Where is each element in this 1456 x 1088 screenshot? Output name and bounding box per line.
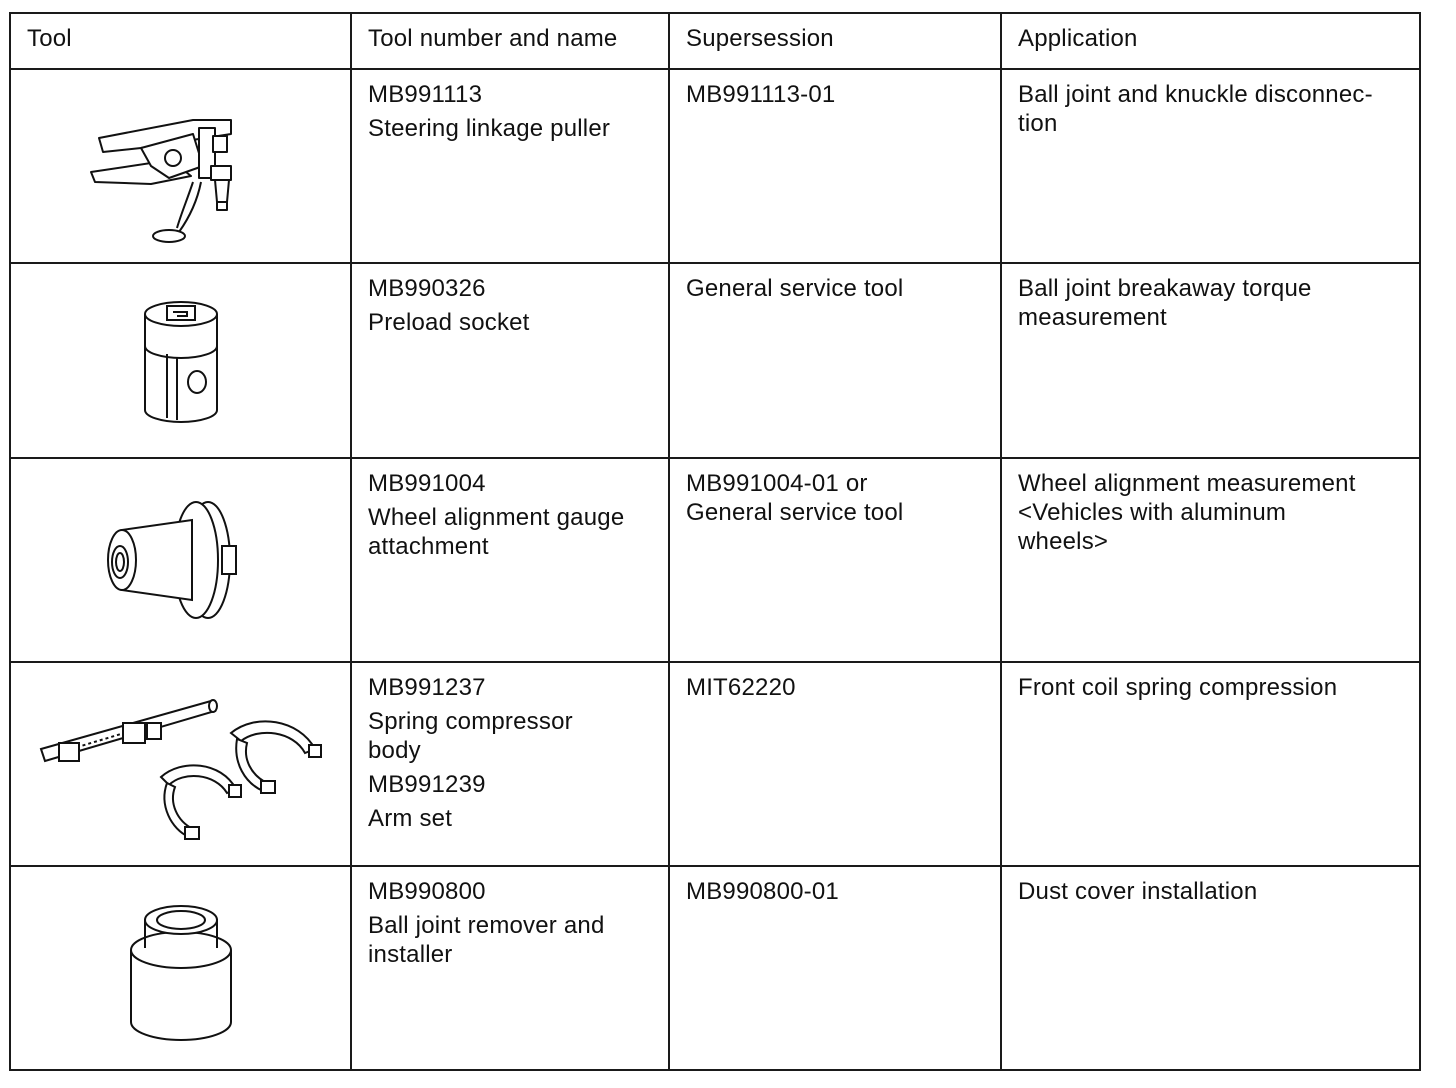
application-cell: Wheel alignment measurement <Vehicles wi… [1000,457,1421,663]
tool-name: Ball joint remover and [368,912,605,939]
supersession-text: MIT62220 [686,674,796,701]
application-text: Dust cover installation [1018,878,1258,905]
supersession-text: General service tool [686,499,904,526]
application-cell: Dust cover installation [1000,865,1421,1071]
ball-joint-remover-installer-icon [129,905,232,1041]
supersession-cell: General service tool [668,262,1002,459]
tool-name: Preload socket [368,309,530,336]
application-cell: Front coil spring compression [1000,661,1421,867]
supersession-cell: MB991113-01 [668,68,1002,264]
application-text: Ball joint and knuckle disconnec- [1018,81,1373,108]
tool-name: Wheel alignment gauge [368,504,625,531]
steering-linkage-puller-icon [89,119,232,243]
header-tool: Tool [9,12,352,70]
application-text: measurement [1018,304,1167,331]
tool-number-name-cell: MB990800 Ball joint remover and installe… [350,865,670,1071]
tool-number-name-cell: MB990326 Preload socket [350,262,670,459]
special-tools-table: Tool Tool number and name Supersession A… [9,12,1421,1071]
supersession-text: MB991113-01 [686,81,836,108]
table-row: MB991004 Wheel alignment gauge attachmen… [9,457,1421,663]
application-cell: Ball joint breakaway torque measurement [1000,262,1421,459]
tool-number: MB991004 [368,470,486,497]
tool-image-cell [9,865,352,1071]
tool-name: body [368,737,421,764]
application-text: Front coil spring compression [1018,674,1338,701]
tool-image-cell [9,457,352,663]
application-text: Ball joint breakaway torque [1018,275,1312,302]
tool-number: MB991239 [368,771,486,798]
wheel-alignment-gauge-attachment-icon [106,501,237,619]
supersession-cell: MB991004-01 or General service tool [668,457,1002,663]
table-row: MB991113 Steering linkage puller MB99111… [9,68,1421,264]
tool-image-cell [9,262,352,459]
tool-name: installer [368,941,453,968]
supersession-text: General service tool [686,275,904,302]
tool-number: MB991113 [368,81,483,108]
preload-socket-icon [143,300,218,423]
tool-number-name-cell: MB991004 Wheel alignment gauge attachmen… [350,457,670,663]
supersession-text: MB990800-01 [686,878,839,905]
tool-name: Spring compressor [368,708,573,735]
header-tool-number-and-name: Tool number and name [350,12,670,70]
application-text: tion [1018,110,1058,137]
tool-name: Steering linkage puller [368,115,611,142]
table-row: MB991237 Spring compressor body MB991239… [9,661,1421,867]
supersession-text: MB991004-01 or [686,470,868,497]
application-text: <Vehicles with aluminum [1018,499,1287,526]
supersession-cell: MB990800-01 [668,865,1002,1071]
application-text: Wheel alignment measurement [1018,470,1356,497]
spring-compressor-icon [39,699,322,840]
table-row: MB990800 Ball joint remover and installe… [9,865,1421,1071]
table-row: MB990326 Preload socket General service … [9,262,1421,459]
header-application: Application [1000,12,1421,70]
header-supersession: Supersession [668,12,1002,70]
application-cell: Ball joint and knuckle disconnec- tion [1000,68,1421,264]
tool-number: MB990326 [368,275,486,302]
tool-image-cell [9,68,352,264]
tool-number: MB991237 [368,674,486,701]
supersession-cell: MIT62220 [668,661,1002,867]
tool-name: Arm set [368,805,453,832]
tool-image-cell [9,661,352,867]
tool-number: MB990800 [368,878,486,905]
tool-name: attachment [368,533,489,560]
tool-number-name-cell: MB991113 Steering linkage puller [350,68,670,264]
tool-number-name-cell: MB991237 Spring compressor body MB991239… [350,661,670,867]
application-text: wheels> [1018,528,1109,555]
table-header-row: Tool Tool number and name Supersession A… [9,12,1421,70]
